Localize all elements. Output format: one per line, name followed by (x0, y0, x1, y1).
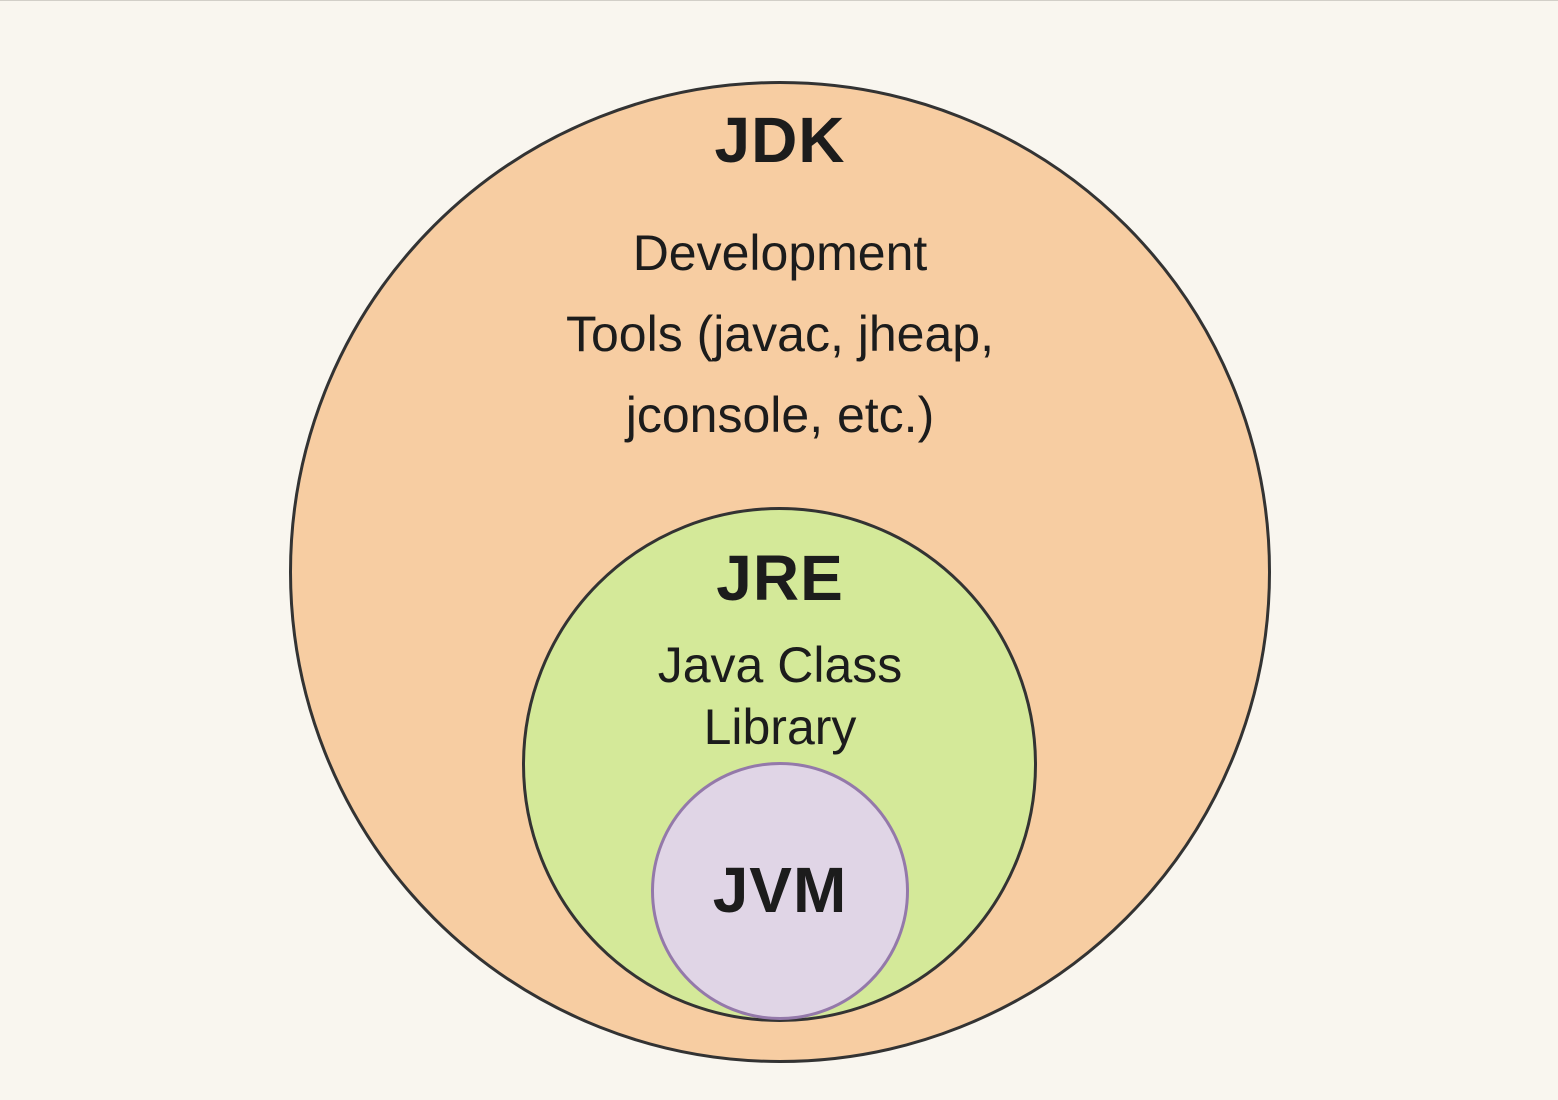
top-divider (0, 0, 1558, 1)
jdk-description-line: Tools (javac, jheap, (565, 306, 994, 362)
jdk-description: Development Tools (javac, jheap, jconsol… (480, 213, 1080, 456)
jre-description-line: Library (703, 699, 857, 755)
jdk-title: JDK (714, 104, 846, 176)
jdk-description-line: jconsole, etc.) (625, 387, 935, 443)
jdk-description-line: Development (632, 225, 928, 281)
jre-description: Java Class Library (530, 634, 1030, 758)
jre-title: JRE (716, 542, 844, 614)
jre-description-line: Java Class (657, 637, 903, 693)
jvm-title: JVM (712, 854, 848, 926)
jvm-circle (651, 762, 909, 1020)
